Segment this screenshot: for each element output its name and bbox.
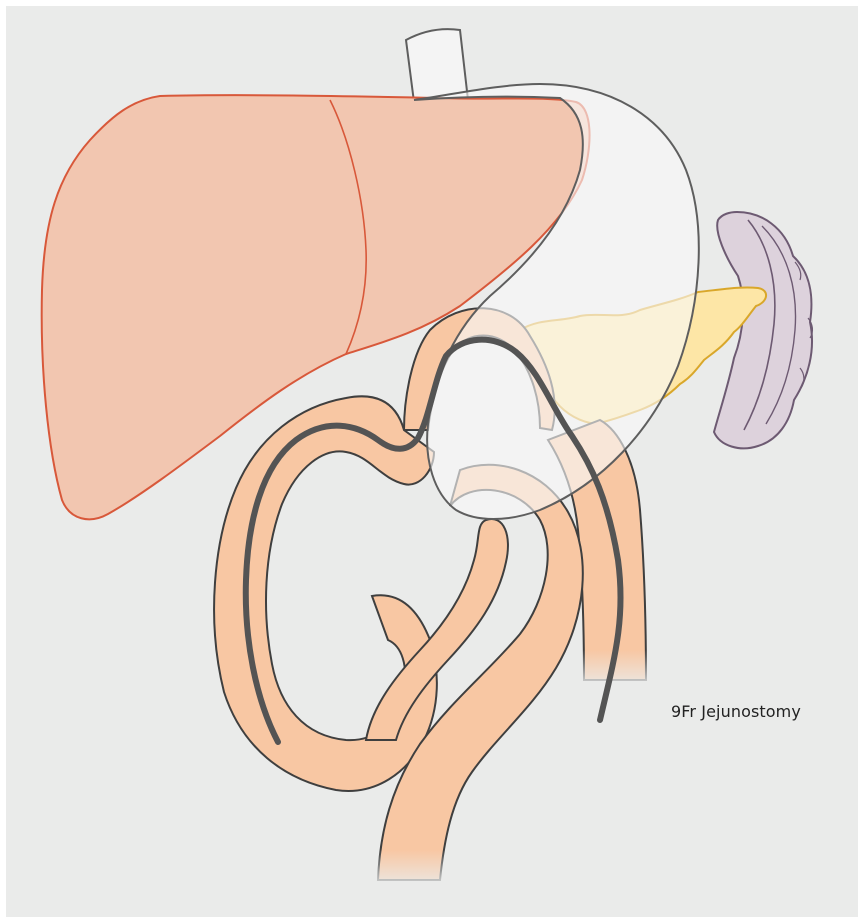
esophagus <box>406 29 468 102</box>
jejunostomy-label: 9Fr Jejunostomy <box>671 702 801 721</box>
